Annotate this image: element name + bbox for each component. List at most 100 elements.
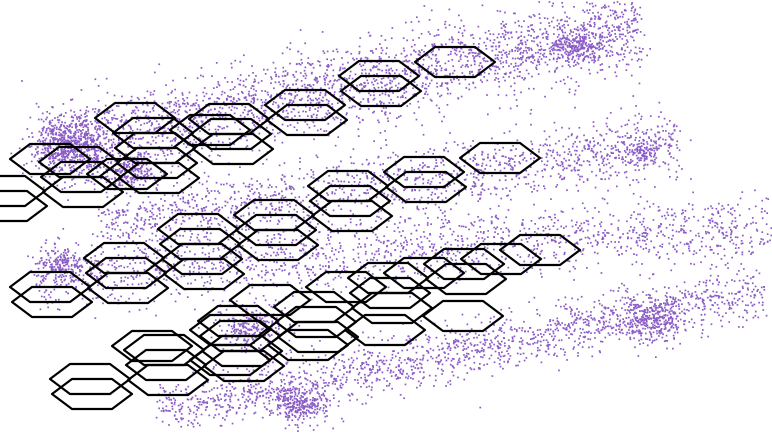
cloud-point — [610, 167, 612, 169]
cloud-point — [489, 33, 491, 35]
cloud-point — [406, 73, 408, 75]
cloud-point — [406, 55, 408, 57]
cloud-point — [294, 209, 296, 211]
cloud-point — [602, 159, 604, 161]
cloud-point — [87, 127, 89, 129]
cloud-point — [244, 116, 246, 118]
cloud-point — [604, 45, 606, 47]
cloud-point — [171, 125, 173, 127]
cloud-point — [639, 7, 641, 9]
cloud-point — [589, 9, 591, 11]
cloud-point — [438, 49, 440, 51]
cloud-point — [630, 36, 632, 38]
cloud-point — [125, 221, 127, 223]
cloud-point — [482, 5, 484, 7]
cloud-point — [415, 183, 417, 185]
cloud-point — [459, 27, 461, 29]
cloud-point — [323, 181, 325, 183]
cloud-point — [108, 227, 110, 229]
cloud-point — [526, 52, 528, 54]
cloud-point — [373, 78, 375, 80]
cloud-point — [379, 94, 381, 96]
cloud-point — [133, 142, 135, 144]
cloud-point — [290, 124, 292, 126]
cloud-point — [187, 200, 189, 202]
cloud-point — [48, 133, 50, 135]
cloud-point — [472, 194, 474, 196]
cloud-point — [559, 155, 561, 157]
cloud-point — [78, 135, 80, 137]
cloud-point — [57, 119, 59, 121]
cloud-point — [385, 85, 387, 87]
cloud-point — [580, 41, 582, 43]
cloud-point — [368, 108, 370, 110]
cloud-point — [342, 188, 344, 190]
cloud-point — [366, 159, 368, 161]
cloud-point — [225, 112, 227, 114]
cloud-point — [465, 179, 467, 181]
cloud-point — [669, 176, 671, 178]
cloud-point — [621, 38, 623, 40]
cloud-point — [627, 27, 629, 29]
cloud-point — [525, 60, 527, 62]
cloud-point — [248, 228, 250, 230]
cloud-point — [59, 119, 61, 121]
cloud-point — [528, 26, 530, 28]
cloud-point — [44, 148, 46, 150]
cloud-point — [312, 218, 314, 220]
cloud-point — [309, 109, 311, 111]
cloud-point — [501, 27, 503, 29]
cloud-point — [508, 164, 510, 166]
cloud-point — [670, 156, 672, 158]
cloud-point — [450, 51, 452, 53]
cloud-point — [544, 28, 546, 30]
cloud-point — [389, 102, 391, 104]
cloud-point — [43, 152, 45, 154]
cloud-point — [63, 138, 65, 140]
cloud-point — [123, 162, 125, 164]
cloud-point — [552, 166, 554, 168]
cloud-point — [98, 209, 100, 211]
cloud-point — [277, 107, 279, 109]
cloud-point — [177, 100, 179, 102]
cloud-point — [294, 126, 296, 128]
cloud-point — [566, 37, 568, 39]
cloud-point — [517, 38, 519, 40]
cloud-point — [45, 132, 47, 134]
cloud-point — [543, 56, 545, 58]
cloud-point — [240, 115, 242, 117]
cloud-point — [54, 125, 56, 127]
cloud-point — [47, 135, 49, 137]
cloud-point — [102, 235, 104, 237]
cloud-point — [36, 152, 38, 154]
cloud-point — [109, 152, 111, 154]
cloud-point — [414, 112, 416, 114]
cloud-point — [337, 117, 339, 119]
cloud-point — [414, 198, 416, 200]
cloud-point — [86, 140, 88, 142]
cloud-point — [317, 156, 319, 158]
cloud-point — [340, 228, 342, 230]
cloud-point — [301, 98, 303, 100]
cloud-point — [629, 31, 631, 33]
cloud-point — [138, 171, 140, 173]
cloud-point — [52, 132, 54, 134]
cloud-point — [74, 143, 76, 145]
cloud-point — [509, 190, 511, 192]
cloud-point — [498, 94, 500, 96]
cloud-point — [341, 86, 343, 88]
cloud-point — [571, 170, 573, 172]
cloud-point — [571, 48, 573, 50]
cloud-point — [579, 179, 581, 181]
cloud-point — [606, 21, 608, 23]
cloud-point — [369, 35, 371, 37]
cloud-point — [595, 156, 597, 158]
cloud-point — [112, 154, 114, 156]
cloud-point — [319, 61, 321, 63]
cloud-point — [598, 28, 600, 30]
cloud-point — [514, 22, 516, 24]
cloud-point — [324, 82, 326, 84]
cloud-point — [204, 87, 206, 89]
cloud-point — [79, 172, 81, 174]
